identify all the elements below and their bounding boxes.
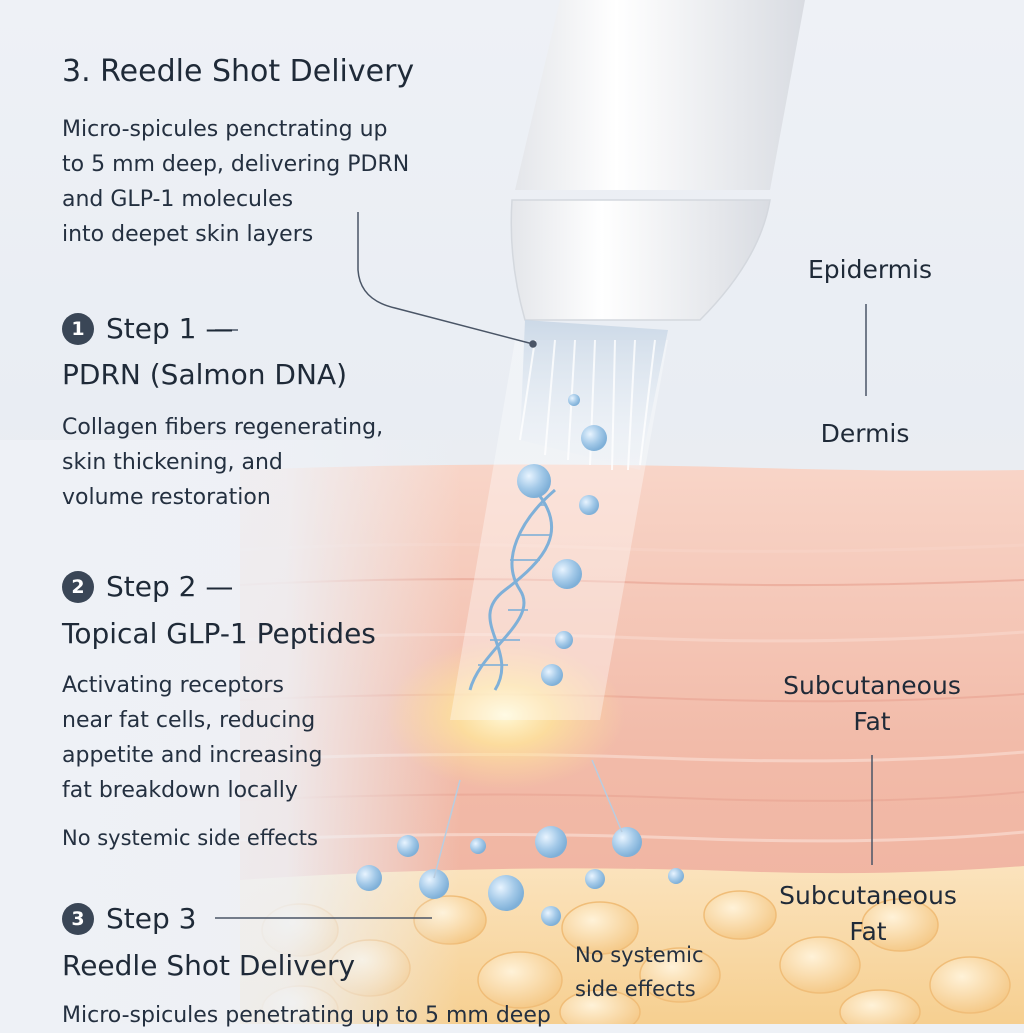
header-title: 3. Reedle Shot Delivery: [62, 54, 415, 89]
step-3-description: Micro-spicules penetrating up to 5 mm de…: [62, 1003, 551, 1028]
step-2-description: Activating receptors near fat cells, red…: [62, 673, 323, 803]
step-1-description: Collagen fibers regenerating, skin thick…: [62, 415, 384, 510]
step-2-title: Topical GLP-1 Peptides: [62, 617, 376, 650]
step-2-label: Step 2 —: [106, 570, 234, 603]
label-epidermis: Epidermis: [807, 255, 933, 284]
dna-helix: [468, 488, 556, 691]
step-3-badge: 3: [62, 902, 94, 935]
label-subcutaneous-fat-lower: Subcutaneous Fat: [779, 881, 957, 946]
step-1-heading: 1 Step 1 —: [62, 312, 233, 345]
step-1-title: PDRN (Salmon DNA): [62, 358, 348, 391]
step-3-label: Step 3: [106, 902, 197, 935]
step-3-title: Reedle Shot Delivery: [62, 949, 356, 982]
molecules: [356, 394, 684, 926]
leader-lines: [215, 212, 873, 919]
activation-glow: [385, 640, 625, 790]
label-dermis: Dermis: [820, 419, 910, 448]
step-2-heading: 2 Step 2 —: [62, 570, 233, 603]
header-description: Micro-spicules penctrating up to 5 mm de…: [62, 117, 410, 247]
step-2-badge: 2: [62, 570, 94, 603]
step-1-badge: 1: [62, 312, 94, 345]
reedle-device: [510, 0, 805, 471]
label-subcutaneous-fat-upper: Subcutaneous Fat: [783, 671, 961, 736]
bottom-note: No systemic side effects: [575, 943, 704, 1001]
step-2-note: No systemic side effects: [62, 826, 318, 850]
step-1-label: Step 1 —: [106, 312, 234, 345]
step-3-heading: 3 Step 3: [62, 902, 196, 935]
